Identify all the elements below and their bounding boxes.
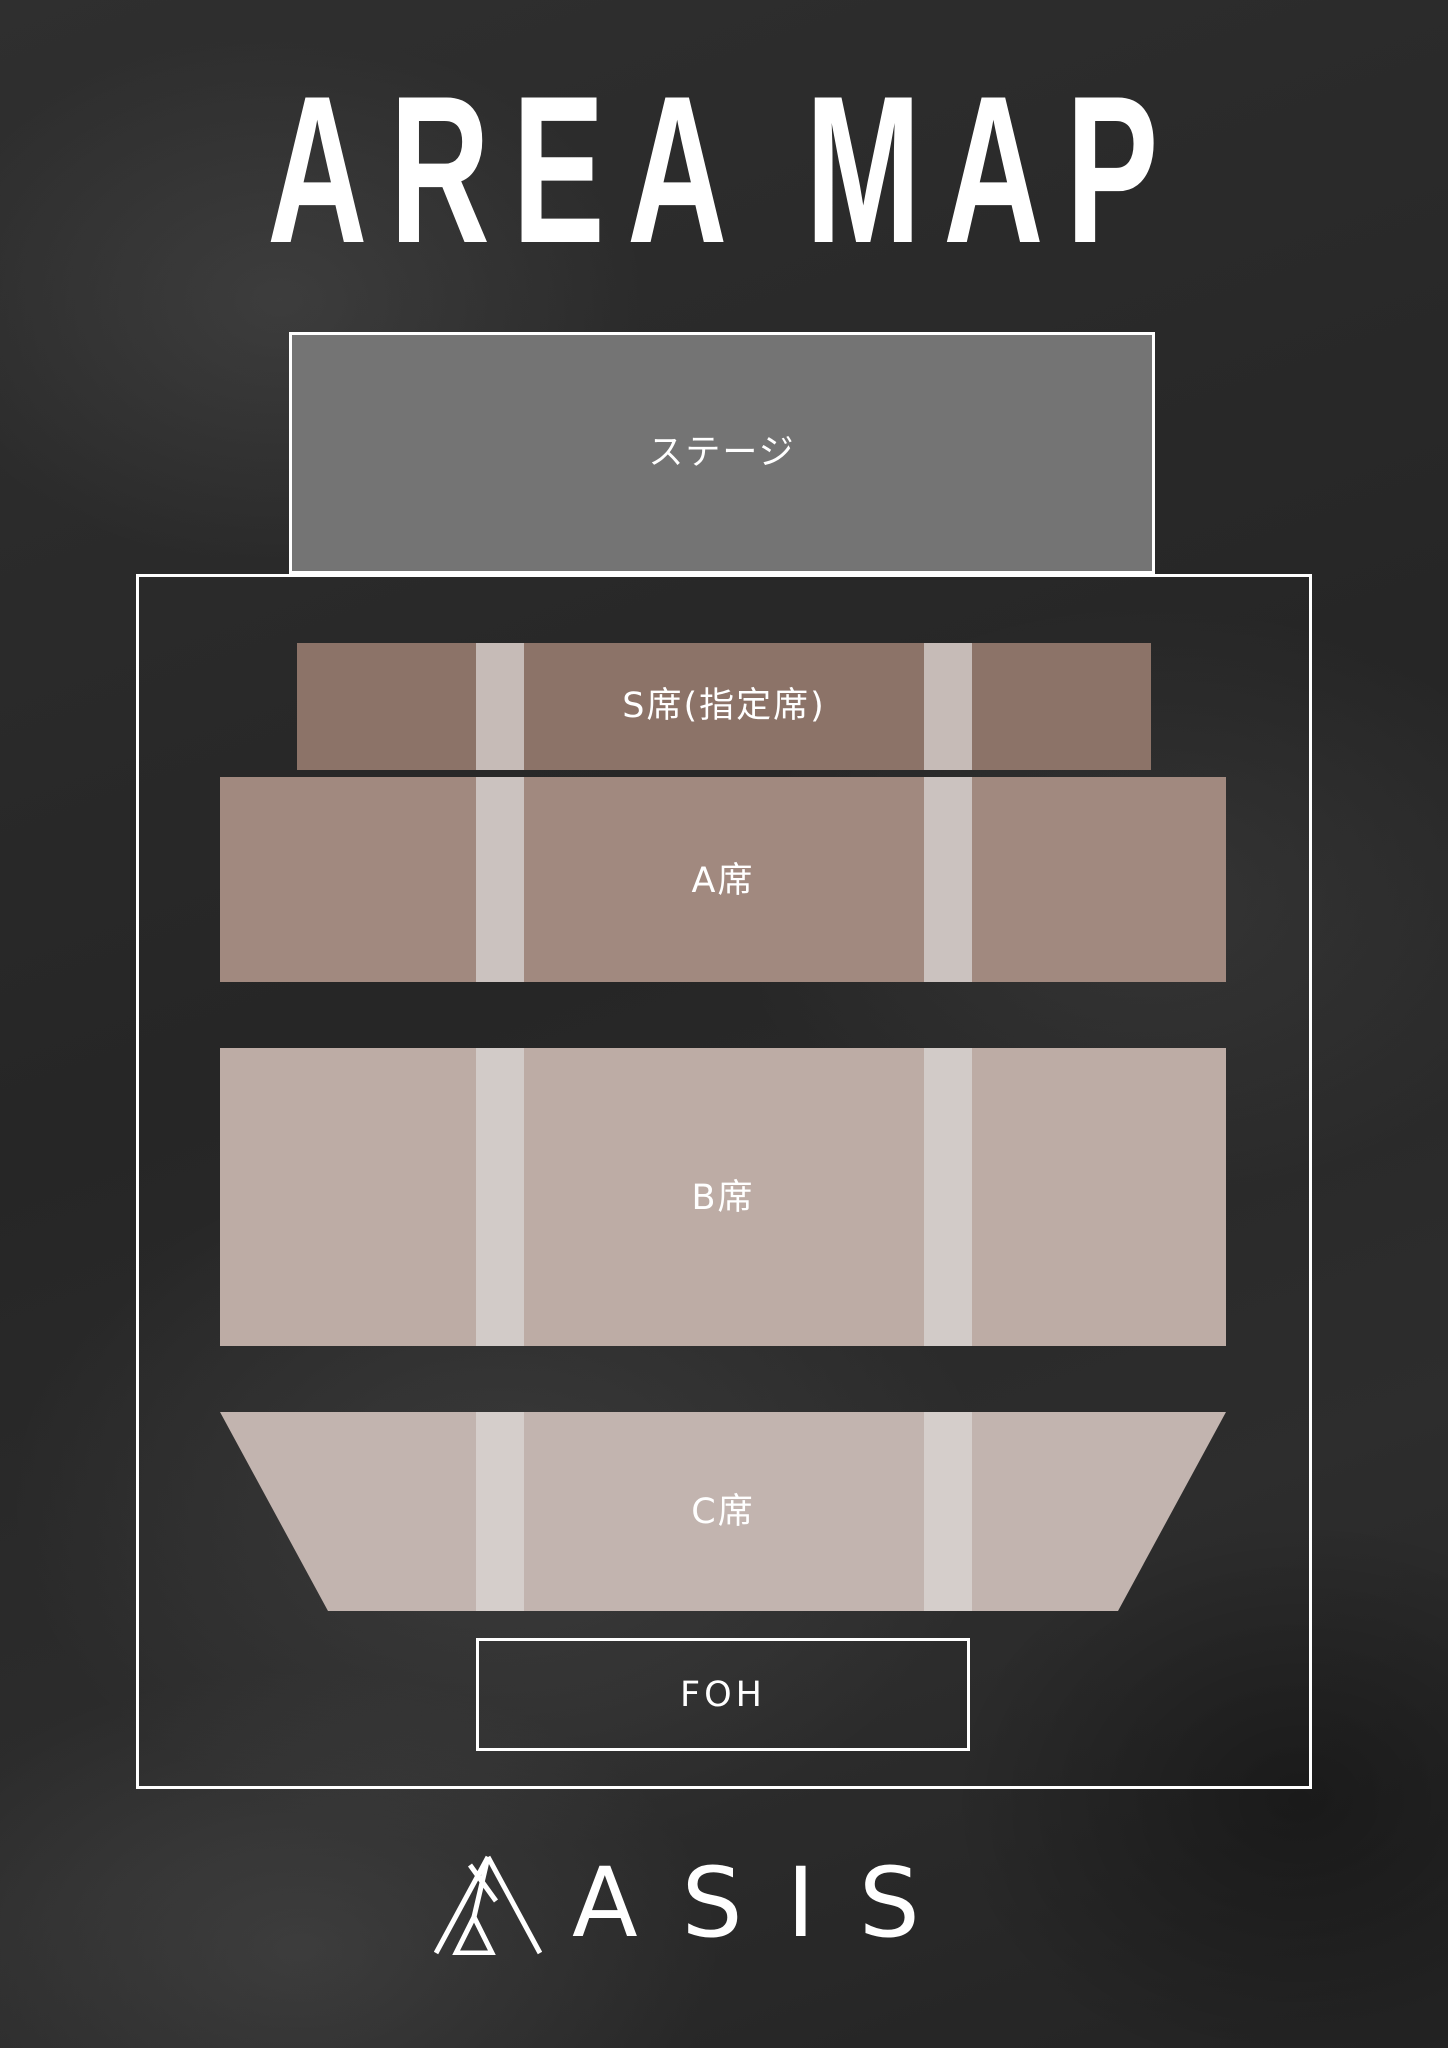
section-c-label: C席 (691, 1492, 755, 1532)
section-s-block (297, 643, 1151, 770)
page-title: AREA MAP (267, 52, 1181, 287)
aisle-right-a (924, 777, 972, 982)
aisle-right-b (924, 1048, 972, 1346)
section-b-block (220, 1048, 1226, 1346)
section-c[interactable] (220, 1412, 1226, 1611)
logo-text: ASIS (572, 1847, 964, 1959)
aisle-left-s (476, 643, 524, 770)
section-a-block (220, 777, 1226, 982)
section-b-label: B席 (691, 1178, 755, 1218)
foh-label: FOH (680, 1675, 766, 1715)
stage-label: ステージ (648, 433, 796, 473)
section-c-block (220, 1412, 1226, 1611)
aisle-left-c (476, 1412, 524, 1611)
stage-area[interactable] (289, 332, 1155, 574)
section-a[interactable] (220, 777, 1226, 982)
section-a-label: A席 (691, 861, 755, 901)
section-s[interactable] (297, 643, 1151, 770)
aisle-left-b (476, 1048, 524, 1346)
foh-booth[interactable] (476, 1638, 970, 1751)
section-s-label: S席(指定席) (622, 686, 826, 726)
logo-mark-icon (434, 1855, 542, 1955)
aisle-right-c (924, 1412, 972, 1611)
aisle-left-a (476, 777, 524, 982)
aisle-right-s (924, 643, 972, 770)
section-b[interactable] (220, 1048, 1226, 1346)
venue-floor-outline (136, 574, 1312, 1789)
